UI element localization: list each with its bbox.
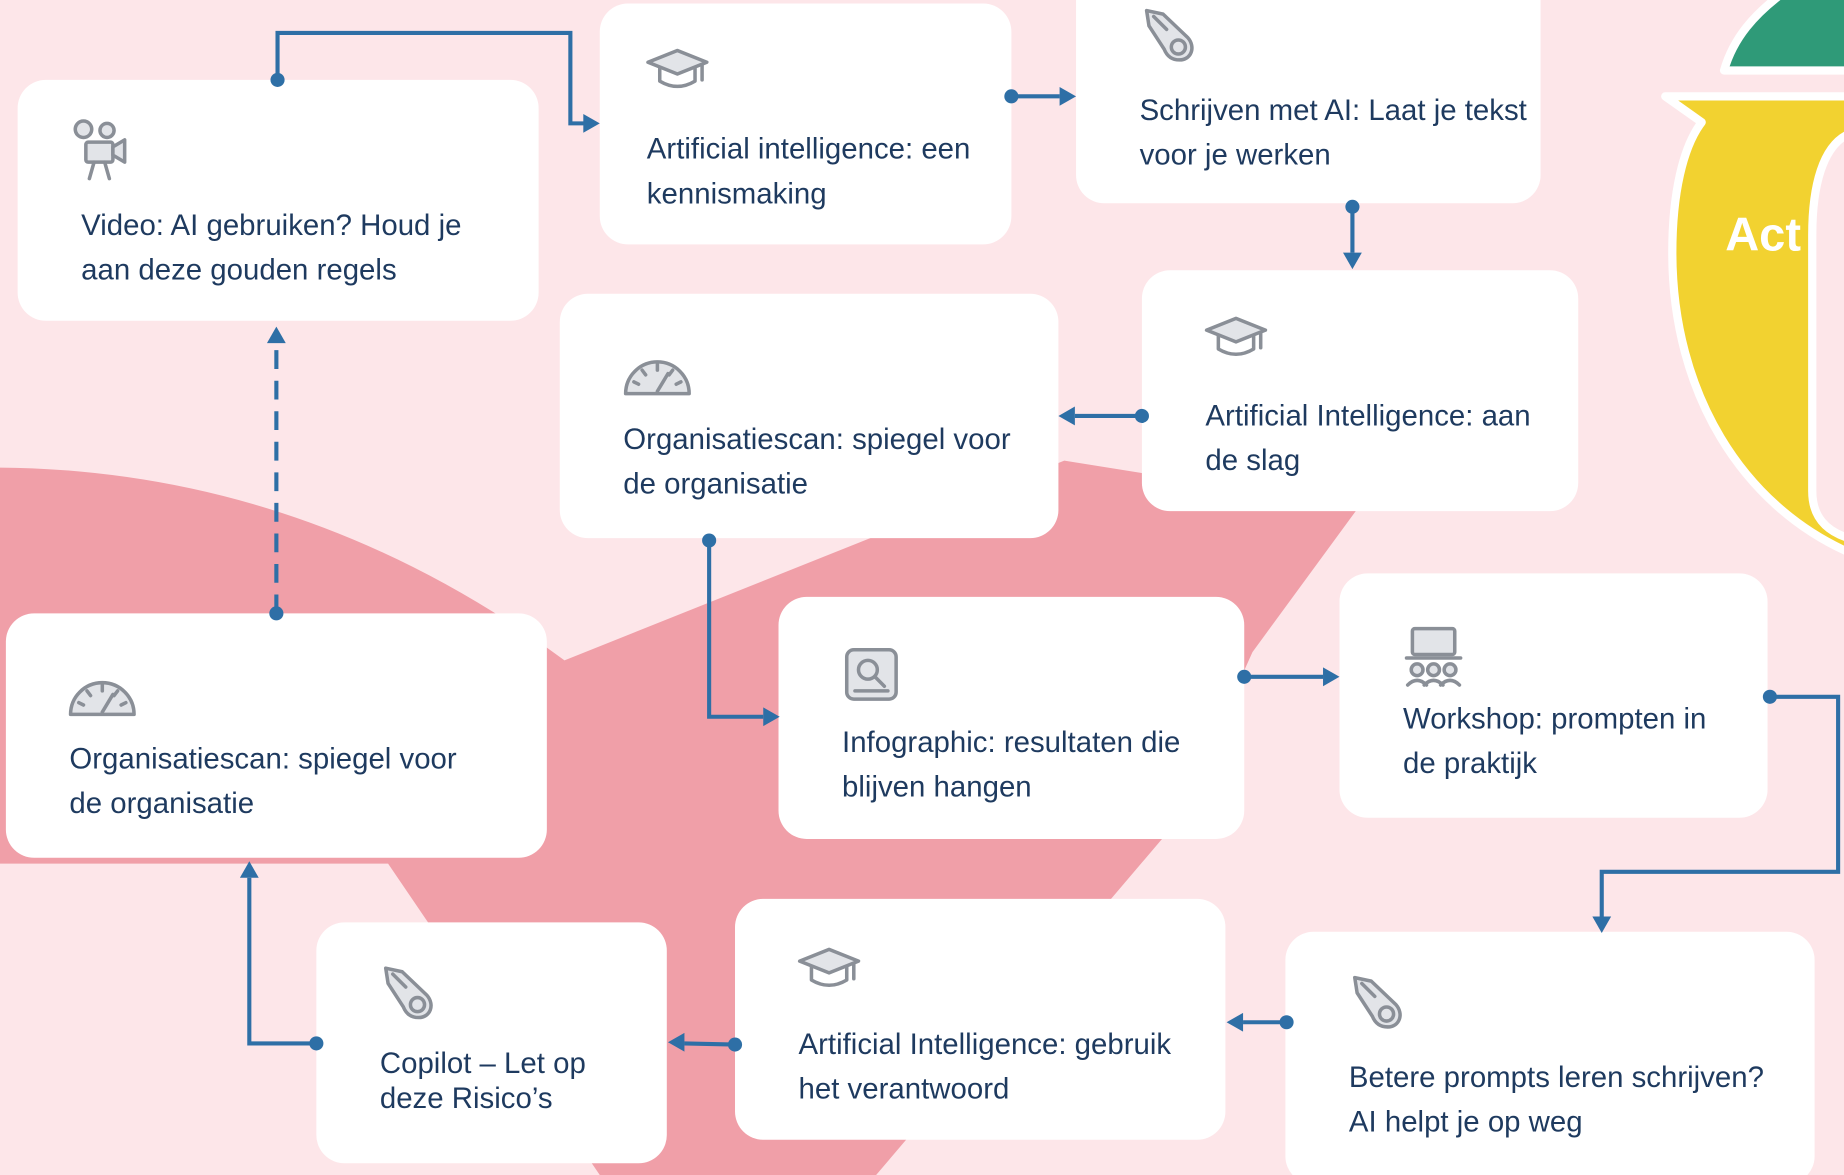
card-schrijven-met-ai[interactable]: Schrijven met AI: Laat je tekst voor je …	[1076, 0, 1541, 204]
card-title-line: het verantwoord	[798, 1072, 1010, 1106]
workshop-icon	[1403, 625, 1464, 687]
infographic-icon	[843, 646, 899, 702]
card-title-line: kennismaking	[646, 177, 827, 211]
card-title: Organisatiescan: spiegel voor de organis…	[69, 737, 456, 826]
gauge-icon	[621, 347, 694, 398]
card-title: Artificial intelligence: een kennismakin…	[647, 127, 971, 216]
card-ai-verantwoord[interactable]: Artificial Intelligence: gebruik het ver…	[735, 898, 1226, 1140]
graduation-cap-icon	[644, 47, 710, 94]
card-title: Artificial Intelligence: gebruik het ver…	[799, 1022, 1172, 1111]
card-title-line: Organisatiescan: spiegel voor	[69, 742, 457, 776]
card-ai-kennismaking[interactable]: Artificial intelligence: een kennismakin…	[599, 3, 1012, 245]
card-title-line: aan deze gouden regels	[81, 253, 397, 287]
card-title-line: Betere prompts leren schrijven?	[1348, 1061, 1764, 1094]
card-title-line: Schrijven met AI: Laat je tekst	[1139, 94, 1527, 127]
card-title-line: blijven hangen	[842, 770, 1032, 804]
gauge-icon	[66, 667, 139, 718]
rocket-icon	[1349, 973, 1410, 1032]
card-organisatiescan-2[interactable]: Organisatiescan: spiegel voor de organis…	[5, 613, 547, 858]
act-label: Act	[1725, 207, 1801, 260]
rocket-icon	[1141, 6, 1202, 65]
card-title-line: deze Risico’s	[379, 1082, 553, 1116]
video-camera-icon	[71, 117, 132, 182]
card-title: Schrijven met AI: Laat je tekst voor je …	[1140, 88, 1527, 177]
card-title: Organisatiescan: spiegel voor de organis…	[623, 417, 1010, 506]
card-title-line: de organisatie	[623, 467, 808, 501]
rocket-icon	[380, 963, 441, 1022]
card-title-line: Workshop: prompten in	[1402, 702, 1707, 736]
card-title-line: voor je werken	[1139, 138, 1331, 172]
card-infographic[interactable]: Infographic: resultaten die blijven hang…	[778, 596, 1245, 839]
card-title-line: Artificial intelligence: een	[646, 132, 971, 166]
pdca-green-segment	[1719, 0, 1844, 75]
card-title-line: Artificial Intelligence: aan	[1205, 399, 1531, 433]
pdca-act-segment	[1661, 92, 1844, 555]
card-title: Video: AI gebruiken? Houd je aan deze go…	[81, 203, 461, 292]
card-title-line: de slag	[1205, 444, 1301, 478]
card-title: Artificial Intelligence: aan de slag	[1205, 394, 1530, 483]
card-title-line: Artificial Intelligence: gebruik	[798, 1028, 1172, 1062]
card-betere-prompts[interactable]: Betere prompts leren schrijven? AI helpt…	[1285, 931, 1815, 1175]
card-title: Copilot – Let op deze Risico’s	[380, 1046, 586, 1117]
card-title-line: de praktijk	[1402, 747, 1538, 781]
card-title: Workshop: prompten in de praktijk	[1403, 697, 1706, 786]
card-title-line: de organisatie	[69, 787, 255, 821]
card-title-line: Copilot – Let op	[379, 1046, 586, 1080]
card-title-line: Organisatiescan: spiegel voor	[623, 422, 1011, 456]
card-video-ai-gouden-regels[interactable]: Video: AI gebruiken? Houd je aan deze go…	[17, 79, 539, 321]
pdca-cycle: Act	[1661, 0, 1844, 555]
card-title-line: Video: AI gebruiken? Houd je	[81, 209, 462, 243]
card-organisatiescan-1[interactable]: Organisatiescan: spiegel voor de organis…	[559, 293, 1059, 539]
card-title-line: AI helpt je op weg	[1348, 1105, 1583, 1139]
card-title: Infographic: resultaten die blijven hang…	[842, 720, 1180, 809]
graduation-cap-icon	[1203, 315, 1269, 362]
card-copilot-risicos[interactable]: Copilot – Let op deze Risico’s	[316, 922, 667, 1164]
card-ai-aan-de-slag[interactable]: Artificial Intelligence: aan de slag	[1141, 270, 1579, 512]
card-title-line: Infographic: resultaten die	[842, 726, 1181, 760]
card-workshop-prompten[interactable]: Workshop: prompten in de praktijk	[1339, 573, 1768, 818]
card-title: Betere prompts leren schrijven? AI helpt…	[1349, 1055, 1764, 1144]
graduation-cap-icon	[796, 946, 862, 993]
